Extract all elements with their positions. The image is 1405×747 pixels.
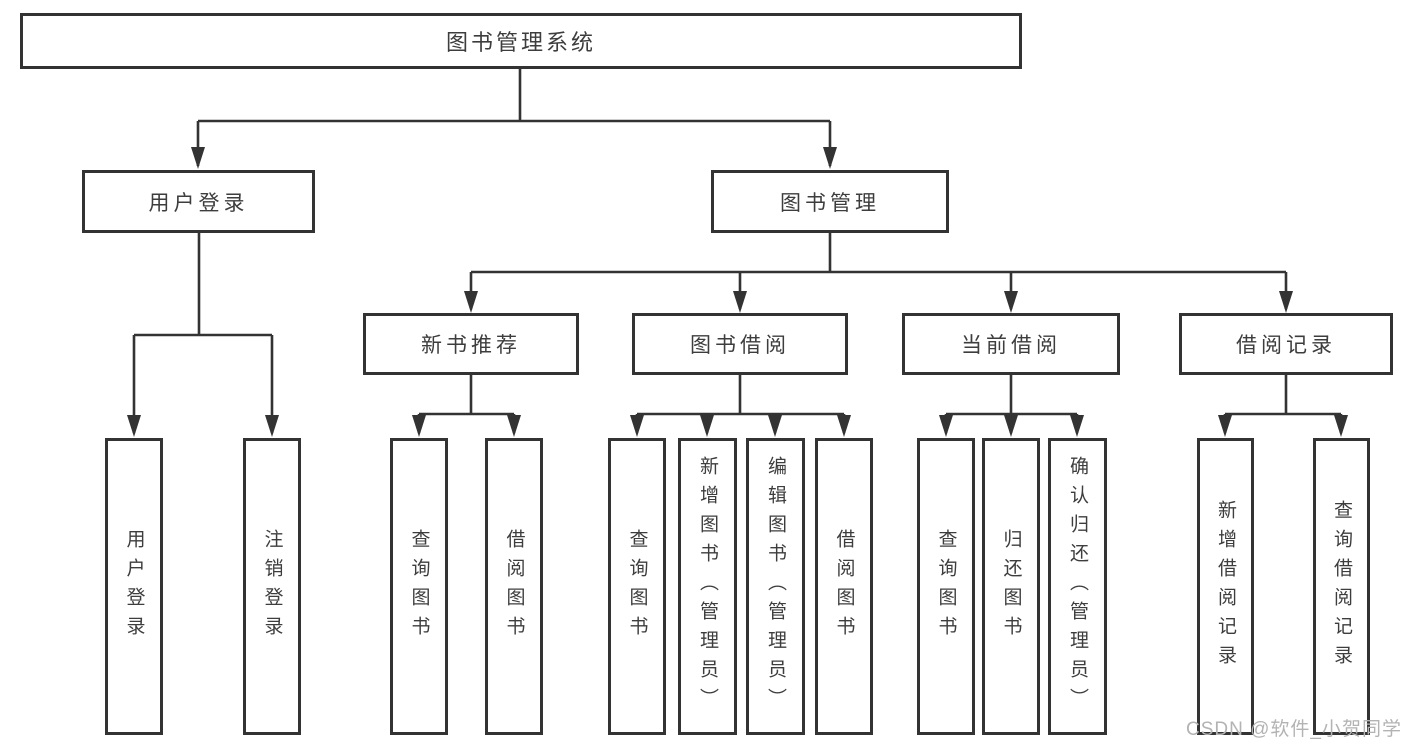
node-current-borrow: 当前借阅 [902, 313, 1120, 375]
node-label: 图书管理 [780, 191, 880, 215]
leaf-label: 查询图书 [935, 528, 957, 645]
leaf-label: 查询图书 [626, 528, 648, 645]
arrow-down-icon [507, 415, 521, 437]
arrow-down-icon [1070, 415, 1084, 437]
leaf-return-books: 归还图书 [982, 438, 1040, 735]
node-label: 借阅记录 [1236, 334, 1336, 357]
leaf-label: 借阅图书 [833, 528, 855, 645]
node-new-book-recommend: 新书推荐 [363, 313, 579, 375]
node-book-borrow: 图书借阅 [632, 313, 848, 375]
arrow-down-icon [1004, 415, 1018, 437]
arrow-down-icon [1218, 415, 1232, 437]
leaf-query-books-borrow: 查询图书 [608, 438, 666, 735]
leaf-label: 注销登录 [261, 528, 283, 645]
arrow-down-icon [1004, 291, 1018, 313]
connector-userlogin-to-leaves [127, 233, 279, 437]
arrow-down-icon [939, 415, 953, 437]
arrow-down-icon [127, 415, 141, 437]
node-user-login: 用户登录 [82, 170, 315, 233]
leaf-edit-books-admin: 编辑图书（管理员） [746, 438, 805, 735]
node-root-library-system: 图书管理系统 [20, 13, 1022, 69]
connector-bookborrow-to-leaves [630, 375, 851, 437]
csdn-watermark: CSDN @软件_小贺同学 [1186, 719, 1402, 740]
node-label: 新书推荐 [421, 334, 521, 357]
leaf-label: 确认归还（管理员） [1067, 456, 1088, 717]
leaf-label: 归还图书 [1000, 528, 1022, 645]
connector-bookmgmt-to-level3 [464, 233, 1293, 313]
arrow-down-icon [700, 415, 714, 437]
node-label: 用户登录 [148, 191, 249, 215]
arrow-down-icon [464, 291, 478, 313]
arrow-down-icon [837, 415, 851, 437]
leaf-confirm-return-admin: 确认归还（管理员） [1048, 438, 1107, 735]
connector-newbooks-to-leaves [412, 375, 521, 437]
arrow-down-icon [191, 147, 205, 169]
leaf-borrow-books: 借阅图书 [815, 438, 873, 735]
node-label: 图书管理系统 [445, 30, 596, 55]
node-borrow-records: 借阅记录 [1179, 313, 1393, 375]
node-label: 图书借阅 [690, 334, 790, 357]
connector-root-to-level2 [191, 69, 837, 169]
connector-currentborrow-to-leaves [939, 375, 1084, 437]
leaf-borrow-books-recommend: 借阅图书 [485, 438, 543, 735]
leaf-label: 借阅图书 [503, 528, 525, 645]
leaf-label: 新增借阅记录 [1215, 499, 1236, 674]
leaf-query-books-recommend: 查询图书 [390, 438, 448, 735]
node-label: 当前借阅 [961, 334, 1061, 357]
arrow-down-icon [265, 415, 279, 437]
leaf-add-books-admin: 新增图书（管理员） [678, 438, 737, 735]
leaf-label: 新增图书（管理员） [697, 456, 718, 717]
leaf-label: 编辑图书（管理员） [765, 456, 786, 717]
arrow-down-icon [823, 147, 837, 169]
arrow-down-icon [412, 415, 426, 437]
arrow-down-icon [630, 415, 644, 437]
connector-records-to-leaves [1218, 375, 1348, 437]
leaf-query-borrow-record: 查询借阅记录 [1313, 438, 1370, 735]
node-book-management: 图书管理 [711, 170, 949, 233]
leaf-query-books-current: 查询图书 [917, 438, 975, 735]
arrow-down-icon [1334, 415, 1348, 437]
leaf-label: 查询借阅记录 [1331, 499, 1352, 674]
leaf-user-login: 用户登录 [105, 438, 163, 735]
leaf-label: 用户登录 [123, 528, 145, 645]
arrow-down-icon [733, 291, 747, 313]
leaf-add-borrow-record: 新增借阅记录 [1197, 438, 1254, 735]
arrow-down-icon [1279, 291, 1293, 313]
arrow-down-icon [768, 415, 782, 437]
leaf-logout-login: 注销登录 [243, 438, 301, 735]
leaf-label: 查询图书 [408, 528, 430, 645]
